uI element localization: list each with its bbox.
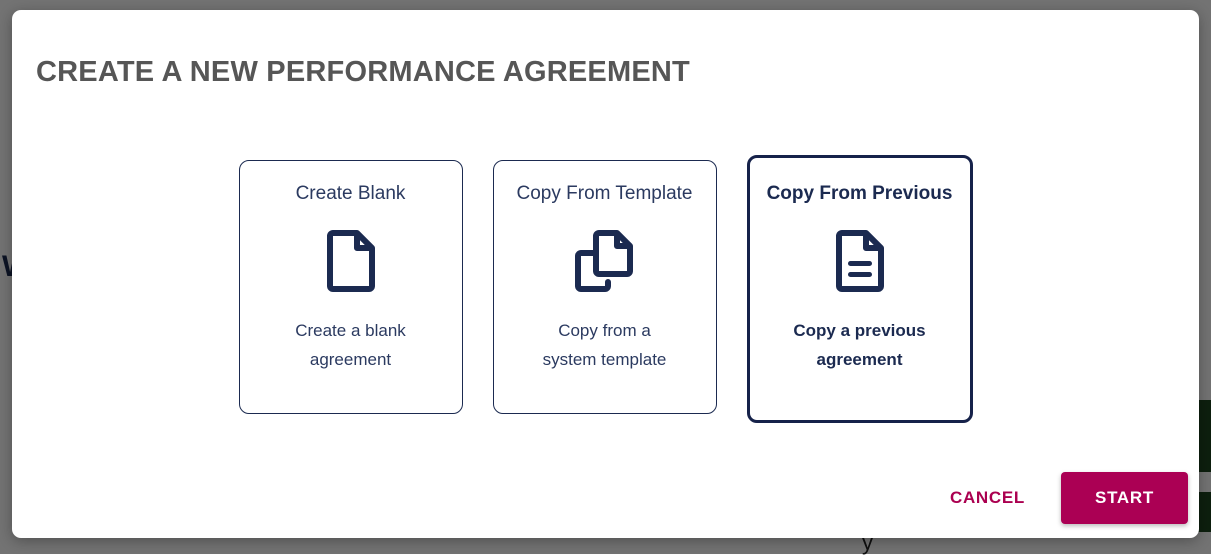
blank-document-icon (327, 228, 375, 294)
option-card-copy-from-previous[interactable]: Copy From Previous Copy a previous agree… (747, 155, 973, 423)
document-lines-icon (836, 228, 884, 294)
option-card-create-blank[interactable]: Create Blank Create a blank agreement (239, 160, 463, 414)
start-button[interactable]: START (1061, 472, 1188, 524)
option-card-description: Copy from a system template (530, 316, 680, 374)
create-agreement-dialog: CREATE A NEW PERFORMANCE AGREEMENT Creat… (12, 10, 1199, 538)
option-card-description: Copy a previous agreement (785, 316, 935, 374)
dialog-title: CREATE A NEW PERFORMANCE AGREEMENT (36, 56, 690, 89)
cancel-button[interactable]: CANCEL (936, 478, 1039, 518)
option-card-copy-from-template[interactable]: Copy From Template Copy from a system te… (493, 160, 717, 414)
dialog-footer: CANCEL START (936, 472, 1188, 524)
option-card-title: Copy From Template (517, 183, 693, 206)
copy-documents-icon (575, 228, 635, 294)
option-card-description: Create a blank agreement (276, 316, 426, 374)
option-card-title: Copy From Previous (767, 183, 953, 206)
option-card-title: Create Blank (296, 183, 406, 206)
option-card-list: Create Blank Create a blank agreement Co… (12, 155, 1199, 423)
